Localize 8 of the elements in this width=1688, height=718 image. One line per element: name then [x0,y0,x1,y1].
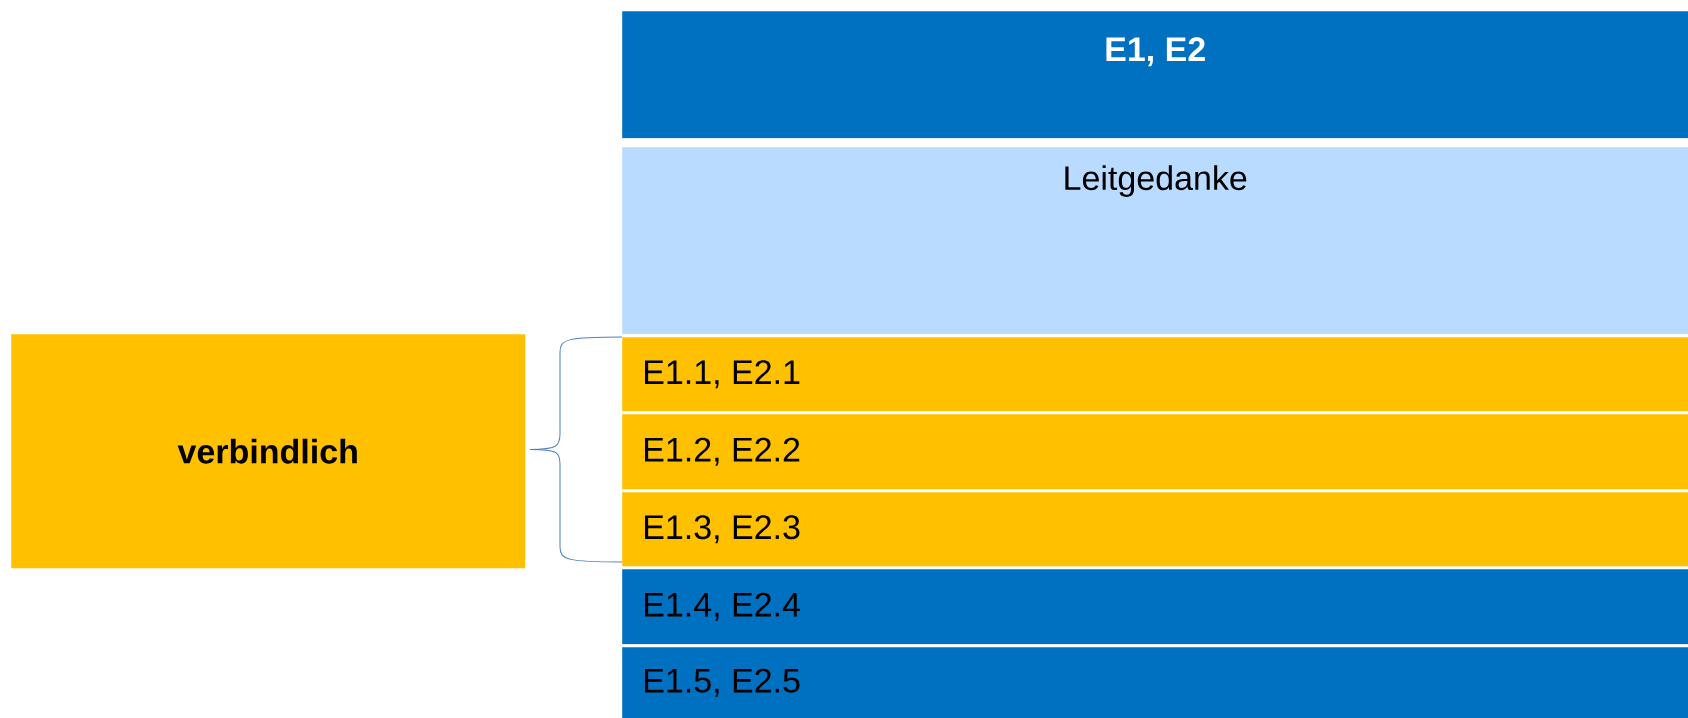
header-band: E1, E2 [622,11,1688,139]
row-band: E1.5, E2.5 [622,647,1688,718]
row-band: E1.3, E2.3 [622,492,1688,567]
label-box: verbindlich [11,334,526,569]
row-band: E1.4, E2.4 [622,569,1688,645]
row-band: E1.2, E2.2 [622,414,1688,490]
row-band: E1.1, E2.1 [622,337,1688,412]
heading-band: Leitgedanke [622,147,1688,335]
